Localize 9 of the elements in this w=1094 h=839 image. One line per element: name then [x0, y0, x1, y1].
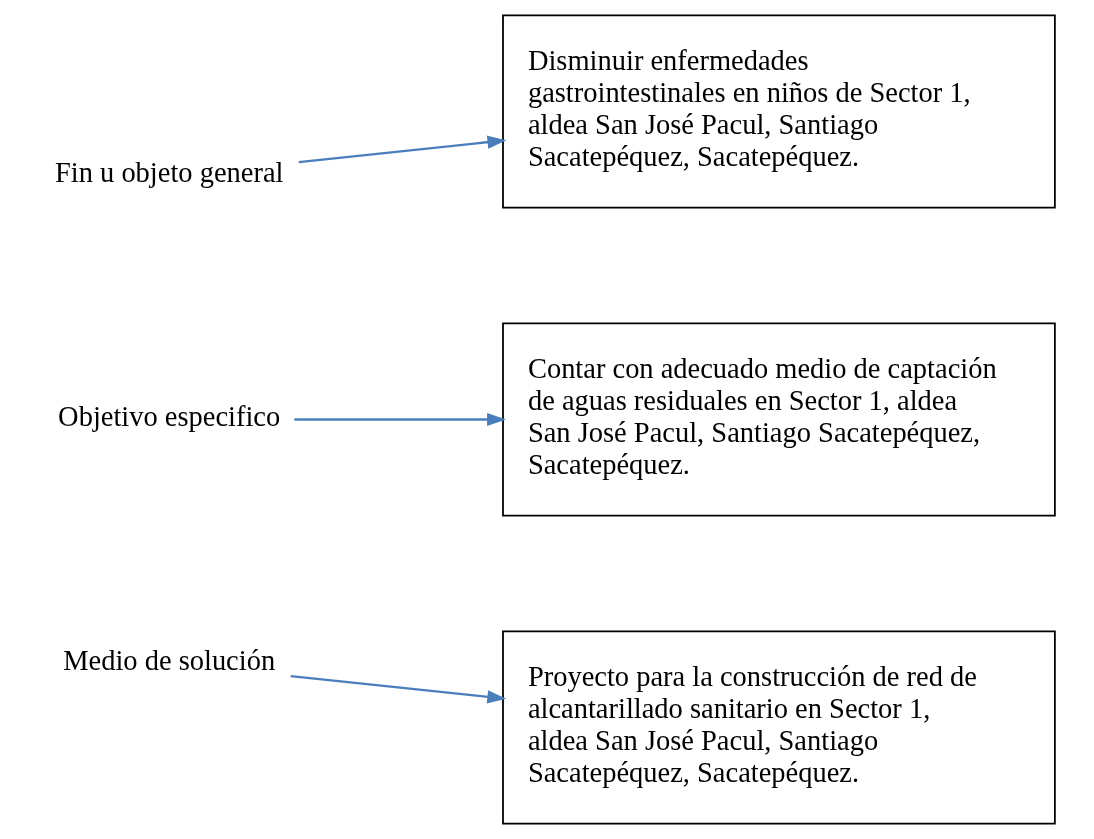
arrow [290, 674, 506, 704]
node-text: Medio de solución [62, 645, 275, 677]
node-box: Proyecto para la construcción de red de alcantarillado sanitario en Sector 1, aldea San José Pacul, Santiago Sacatepéquez, Sacatepéquez. [501, 630, 1056, 825]
arrow [293, 412, 506, 427]
node-text: Objetivo especifico [57, 401, 280, 433]
node-box: Disminuir enfermedades gastrointestinales en niños de Sector 1, aldea San José Pacul, Santiago Sacatepéquez, Sacatepéquez. [501, 14, 1056, 209]
node-box: Contar con adecuado medio de captación de aguas residuales en Sector 1, aldea San José Pacul, Santiago Sacatepéquez, Sacatepéquez. [501, 322, 1056, 517]
arrow [298, 135, 506, 164]
node-text: Fin u objeto general [54, 157, 283, 189]
